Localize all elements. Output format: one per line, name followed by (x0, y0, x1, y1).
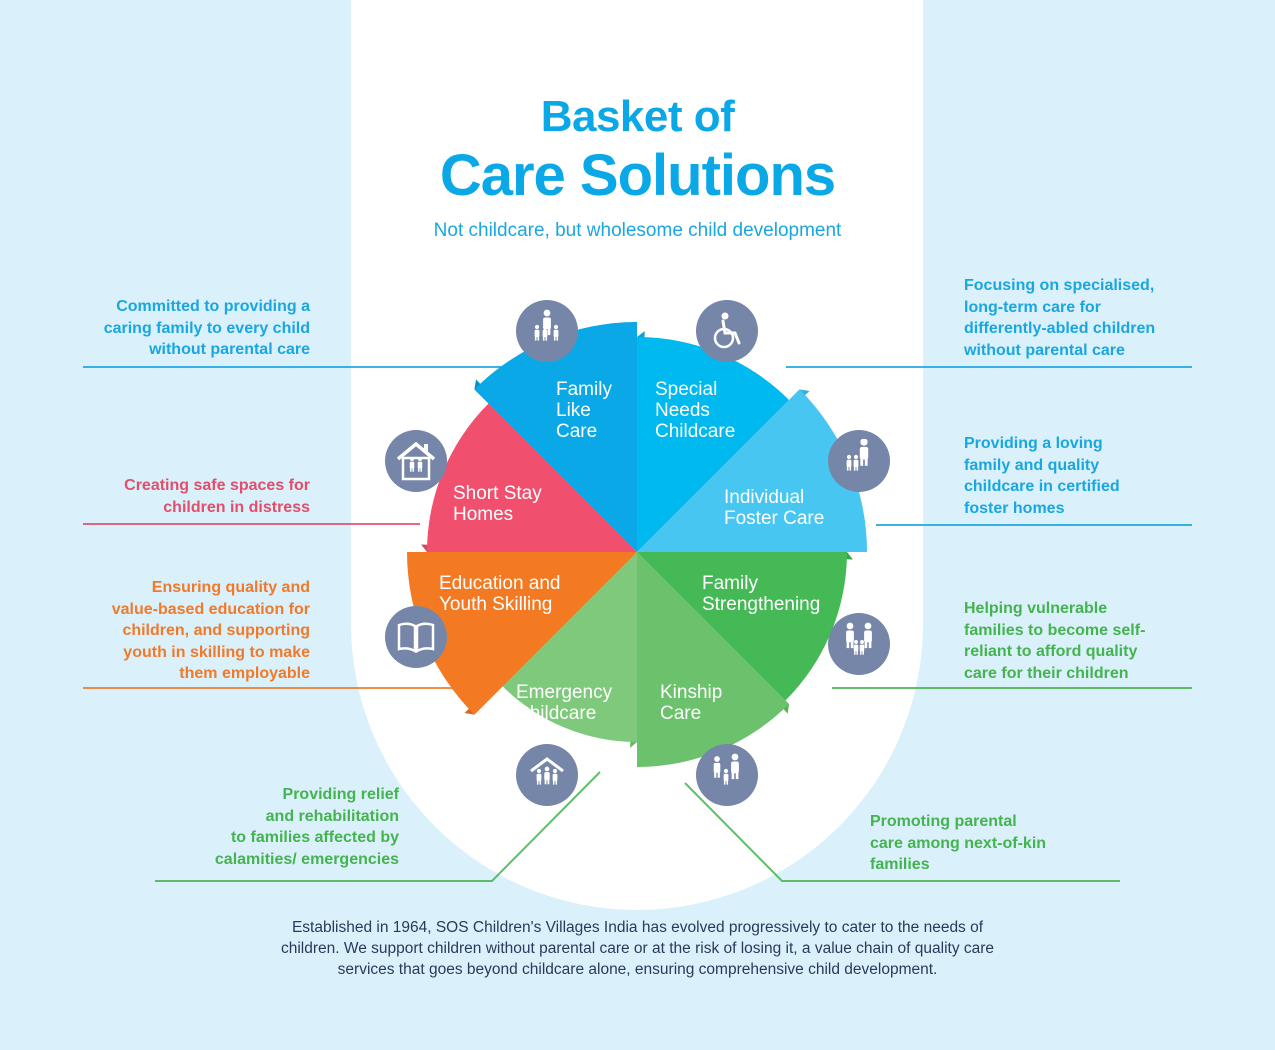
wheel-sectors (407, 322, 867, 767)
segment-description: Promoting parental care among next-of-kin… (870, 811, 1046, 876)
footer-line: Established in 1964, SOS Children's Vill… (291, 919, 984, 936)
description-line: Providing relief (282, 786, 399, 803)
description-line: childcare in certified (964, 478, 1120, 495)
description-line: foster homes (964, 499, 1065, 517)
connector-line (155, 771, 601, 882)
subtitle: Not childcare, but wholesome child devel… (433, 220, 842, 241)
description-line: Providing a loving (964, 435, 1103, 452)
description-line: children, and supporting (122, 622, 310, 639)
sector-family-like-care (474, 322, 637, 552)
segment-label-line: Family (556, 379, 612, 400)
description-line: families (870, 856, 930, 873)
segment-label-line: Emergency (516, 682, 613, 703)
segment-label-line: Special (655, 379, 718, 400)
segment-description: Helping vulnerable families to become sel… (964, 598, 1145, 684)
segment-label-line: Needs (655, 400, 710, 421)
description-line: Creating safe spaces for (124, 477, 310, 494)
title-line-2: Care Solutions (439, 143, 836, 208)
footer-line: children. We support children without pa… (280, 940, 995, 957)
title-line-1: Basket of (540, 92, 735, 141)
segment-label-line: Short Stay (453, 483, 542, 504)
description-line: Committed to providing a (116, 298, 310, 315)
description-line: care among next-of-kin (870, 834, 1047, 852)
footer-text: Established in 1964, SOS Children's Vill… (200, 917, 1075, 980)
segment-label-line: Care (660, 703, 702, 724)
segment-description: Focusing on specialised, long-term care f… (964, 275, 1155, 361)
description-line: value-based education for (111, 600, 310, 618)
description-line: youth in skilling to make (123, 643, 310, 661)
description-line: them employable (179, 665, 310, 682)
sector-education (407, 552, 637, 715)
segment-description: Creating safe spaces for children in dist… (124, 475, 310, 518)
foster-parent-icon (828, 430, 890, 492)
connector-lines (83, 366, 1192, 882)
description-line: Promoting parental (870, 813, 1017, 830)
segment-label-line: Care (556, 421, 598, 442)
segment-label-line: Kinship (660, 682, 723, 703)
description-line: care for their children (964, 664, 1129, 682)
sector-family-strengthening (637, 552, 847, 701)
segment-label-line: Family (702, 573, 758, 594)
segment-label-line: Individual (724, 487, 805, 508)
description-line: Focusing on specialised, (964, 277, 1155, 294)
segment-label-line: Youth Skilling (439, 594, 553, 615)
segment-description: Ensuring quality and value-based educatio… (112, 577, 310, 685)
description-line: long-term care for (964, 298, 1101, 316)
footer-line: services that goes beyond childcare alon… (337, 961, 938, 978)
sector-foster-care (637, 389, 867, 552)
segment-label-line: Foster Care (724, 508, 825, 529)
sector-emergency-childcare (502, 552, 637, 742)
description-line: children in distress (163, 498, 310, 516)
description-line: and rehabilitation (265, 807, 399, 825)
description-line: differently-abled children (964, 320, 1156, 337)
house-with-people-icon (385, 430, 447, 492)
segment-label-line: Education and (439, 573, 561, 594)
description-line: calamities/ emergencies (214, 850, 399, 868)
description-line: to families affected by (230, 829, 399, 846)
sheltered-family-icon (516, 744, 578, 806)
description-line: without parental care (964, 341, 1125, 359)
description-line: reliant to afford quality (964, 643, 1138, 660)
description-line: Helping vulnerable (964, 600, 1108, 617)
sector-kinship-care (637, 552, 790, 767)
segment-label-line: Strengthening (702, 594, 821, 615)
description-line: without parental care (149, 341, 310, 358)
segment-label-line: Childcare (655, 421, 736, 442)
description-line: families to become self- (964, 621, 1146, 639)
wheelchair-icon (696, 300, 758, 362)
book-icon (385, 606, 447, 668)
mother-with-children-icon (516, 300, 578, 362)
description-line: caring family to every child (103, 319, 310, 337)
segment-label-line: Like (556, 400, 591, 421)
sector-short-stay (427, 403, 637, 552)
description-line: Ensuring quality and (151, 579, 310, 596)
kinship-family-icon (696, 744, 758, 806)
segment-description: Committed to providing a caring family to… (104, 296, 310, 361)
segment-label-line: Homes (453, 504, 514, 525)
sector-special-needs (637, 337, 790, 552)
connector-line (684, 782, 1120, 882)
segment-description: Providing relief and rehabilitation to fam… (215, 784, 399, 870)
segment-label-line: Childcare (516, 703, 597, 724)
description-line: family and quality (964, 456, 1100, 474)
family-icon (828, 613, 890, 675)
segment-description: Providing a loving family and quality chil… (964, 433, 1120, 519)
